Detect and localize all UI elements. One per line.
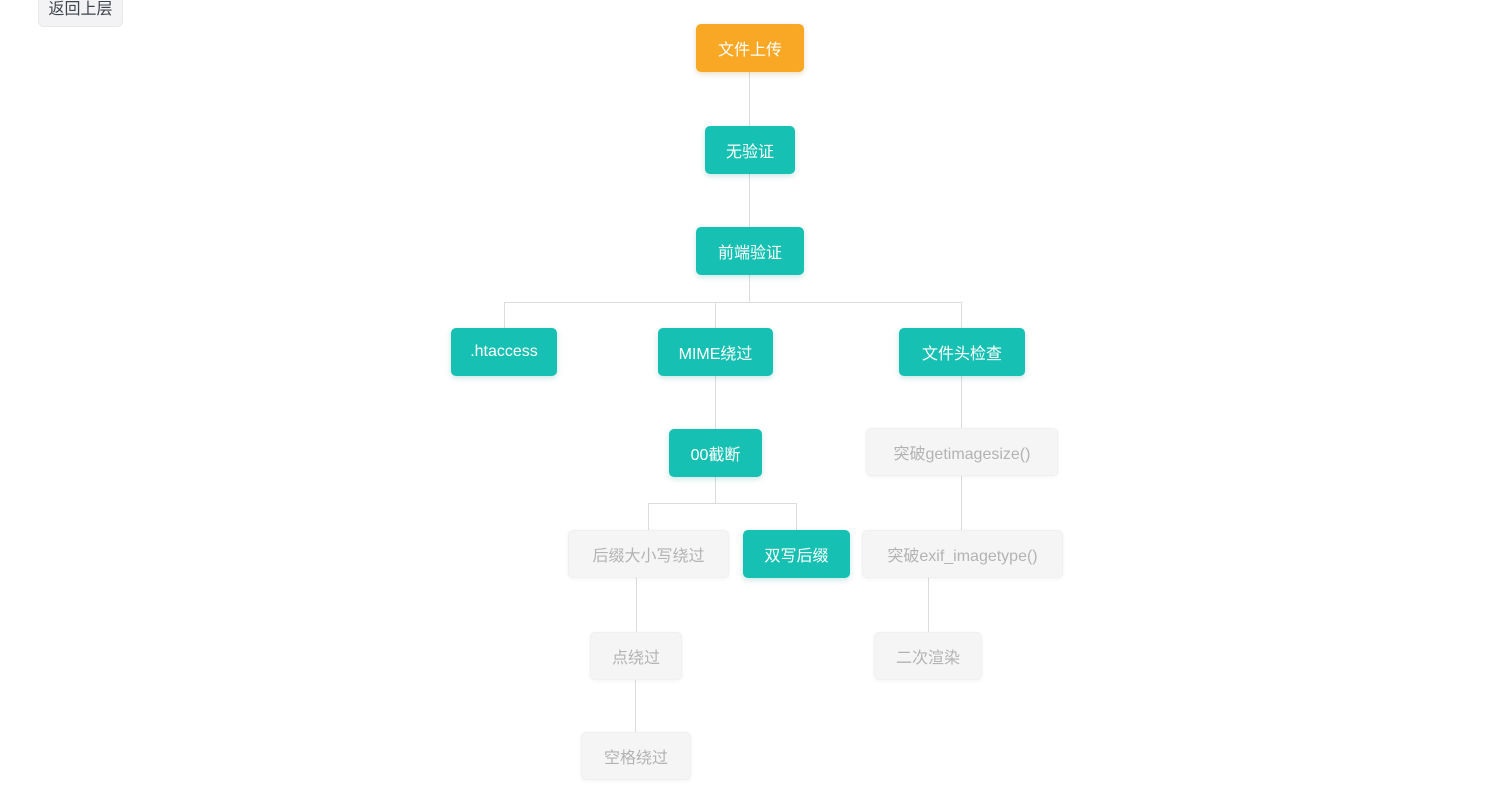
connector-line <box>504 302 962 303</box>
node-bypass-getimagesize[interactable]: 突破getimagesize() <box>866 428 1058 476</box>
connector-line <box>636 578 637 632</box>
node-htaccess[interactable]: .htaccess <box>451 328 557 376</box>
node-00-truncation[interactable]: 00截断 <box>669 429 762 477</box>
connector-line <box>635 680 636 732</box>
node-dot-bypass[interactable]: 点绕过 <box>590 632 682 680</box>
connector-line <box>749 174 750 227</box>
node-file-upload[interactable]: 文件上传 <box>696 24 804 72</box>
connector-line <box>961 302 962 328</box>
connector-line <box>715 477 716 503</box>
connector-line <box>715 376 716 429</box>
back-button[interactable]: 返回上层 <box>38 0 123 27</box>
connector-line <box>504 302 505 328</box>
node-bypass-exif-imagetype[interactable]: 突破exif_imagetype() <box>862 530 1063 578</box>
connector-line <box>715 302 716 328</box>
node-secondary-render[interactable]: 二次渲染 <box>874 632 982 680</box>
node-frontend-validation[interactable]: 前端验证 <box>696 227 804 275</box>
node-double-suffix[interactable]: 双写后缀 <box>743 530 850 578</box>
node-space-bypass[interactable]: 空格绕过 <box>581 732 691 780</box>
connector-line <box>749 72 750 126</box>
connector-line <box>749 275 750 302</box>
connector-line <box>928 578 929 632</box>
connector-line <box>648 503 649 530</box>
node-suffix-case-bypass[interactable]: 后缀大小写绕过 <box>568 530 729 578</box>
node-no-validation[interactable]: 无验证 <box>705 126 795 174</box>
node-mime-bypass[interactable]: MIME绕过 <box>658 328 773 376</box>
connector-line <box>796 503 797 530</box>
node-file-header-check[interactable]: 文件头检查 <box>899 328 1025 376</box>
connector-line <box>961 476 962 530</box>
connector-line <box>648 503 796 504</box>
connector-line <box>961 376 962 428</box>
